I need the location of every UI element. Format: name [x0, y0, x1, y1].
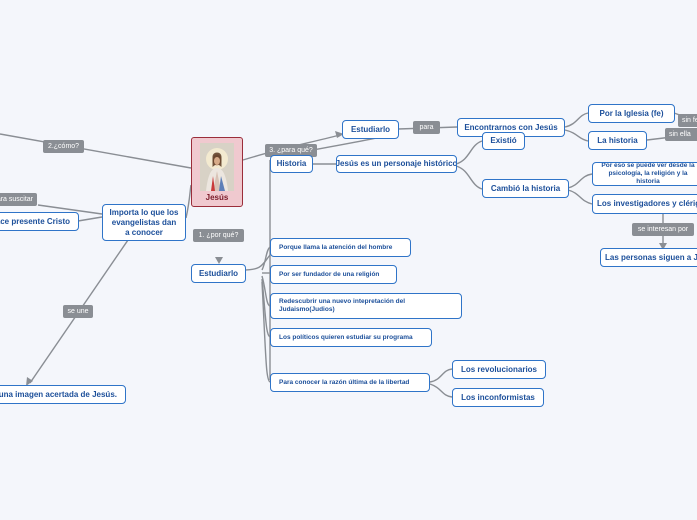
connector-center-trunk: [242, 254, 271, 271]
node-redescubrir[interactable]: Redescubrir una nuevo intepretación del …: [270, 293, 462, 319]
connector-center-left: [0, 133, 192, 169]
connector-importa-center: [185, 184, 192, 219]
node-atencion-hombre[interactable]: Porque llama la atención del hombre: [270, 238, 411, 257]
arrow-head-estudiarlo: [215, 257, 223, 264]
connector-suscitar: [37, 204, 103, 215]
arrow-head-para: [335, 131, 344, 138]
node-fundador-religion[interactable]: Por ser fundador de una religión: [270, 265, 397, 284]
node-politicos[interactable]: Los políticos quieren estudiar su progra…: [270, 328, 432, 347]
arrow-head-imagen: [26, 377, 33, 386]
connector-atencion: [261, 246, 271, 271]
node-investigadores[interactable]: Los investigadores y clérigos: [592, 194, 697, 214]
arrow-head-personas: [659, 243, 667, 250]
label-se-une[interactable]: se une: [63, 305, 93, 318]
connector-cambio-investigadores: [567, 189, 593, 205]
node-por-eso[interactable]: Por eso se puede ver desde la psicología…: [592, 162, 697, 186]
connector-personaje-existio: [455, 140, 483, 165]
connector-razon-inconformistas: [429, 383, 453, 398]
node-revolucionarios[interactable]: Los revolucionarios: [452, 360, 546, 379]
node-historia[interactable]: Historia: [270, 155, 313, 173]
node-inconformistas[interactable]: Los inconformistas: [452, 388, 544, 407]
node-estudiarlo-por-que[interactable]: Estudiarlo: [191, 264, 246, 283]
node-existio[interactable]: Existió: [482, 132, 525, 150]
node-importa-evangelistas[interactable]: Importa lo que los evangelistas dan a co…: [102, 204, 186, 241]
label-para-suscitar[interactable]: para suscitar: [0, 193, 37, 206]
central-topic-jesus[interactable]: Jesús: [191, 137, 243, 207]
node-personaje-historico[interactable]: Jesús es un personaje histórico: [336, 155, 457, 173]
node-por-la-iglesia[interactable]: Por la Iglesia (fe): [588, 104, 675, 123]
connector-razon: [261, 281, 271, 383]
connector-encontrarnos-iglesia: [564, 112, 589, 128]
central-topic-title: Jesús: [205, 193, 229, 202]
connector-encontrarnos-historia: [564, 129, 589, 142]
node-imagen-acertada[interactable]: una imagen acertada de Jesús.: [0, 385, 126, 404]
node-hace-presente[interactable]: hace presente Cristo: [0, 212, 79, 231]
node-la-historia[interactable]: La historia: [588, 131, 647, 150]
connector-razon-revolucionarios: [429, 368, 453, 383]
node-cambio-historia[interactable]: Cambió la historia: [482, 179, 569, 198]
node-razon-libertad[interactable]: Para conocer la razón última de la liber…: [270, 373, 430, 392]
label-como[interactable]: 2.¿cómo?: [43, 140, 84, 153]
label-se-interesan[interactable]: se interesan por: [632, 223, 694, 236]
label-por-que[interactable]: 1. ¿por qué?: [193, 229, 244, 242]
label-para[interactable]: para: [413, 121, 440, 134]
node-estudiarlo-para-que[interactable]: Estudiarlo: [342, 120, 399, 139]
label-para-que[interactable]: 3. ¿para qué?: [265, 144, 317, 157]
label-sin-ella[interactable]: sin ella: [665, 128, 697, 141]
connector-personaje-cambio: [455, 165, 483, 190]
connector-cambio-poreso: [567, 173, 593, 189]
node-personas-siguen[interactable]: Las personas siguen a Jesús: [600, 248, 697, 267]
jesus-portrait-icon: [200, 143, 234, 191]
connector-importa-hace: [77, 216, 103, 222]
connector-redescubrir: [261, 275, 271, 307]
label-sin-fe[interactable]: sin fe: [678, 114, 697, 127]
